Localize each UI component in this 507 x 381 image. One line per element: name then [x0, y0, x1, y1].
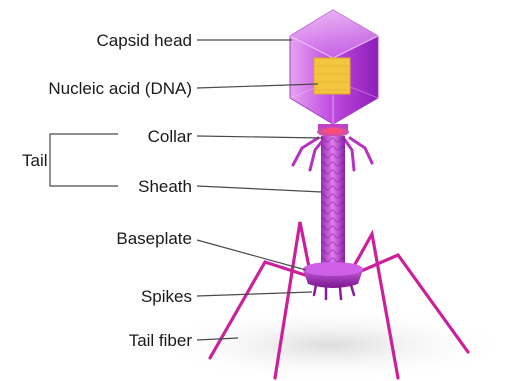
dna-core — [314, 58, 350, 94]
leader-spikes — [197, 292, 312, 296]
label-spikes: Spikes — [141, 287, 192, 306]
label-tail: Tail — [22, 151, 48, 170]
label-baseplate: Baseplate — [116, 229, 192, 248]
leader-sheath — [197, 186, 322, 192]
label-capsid-head: Capsid head — [97, 31, 192, 50]
labels: Capsid head Nucleic acid (DNA) Collar Ta… — [22, 31, 192, 350]
leader-collar — [197, 136, 322, 138]
label-nucleic-acid: Nucleic acid (DNA) — [48, 79, 192, 98]
ground-shadow — [150, 307, 507, 381]
collar — [317, 124, 349, 137]
label-tail-fiber: Tail fiber — [129, 331, 193, 350]
label-collar: Collar — [148, 127, 193, 146]
tail-bracket — [50, 134, 118, 186]
baseplate — [303, 262, 363, 288]
sheath — [321, 136, 345, 266]
label-sheath: Sheath — [138, 177, 192, 196]
leader-baseplate — [197, 240, 306, 270]
